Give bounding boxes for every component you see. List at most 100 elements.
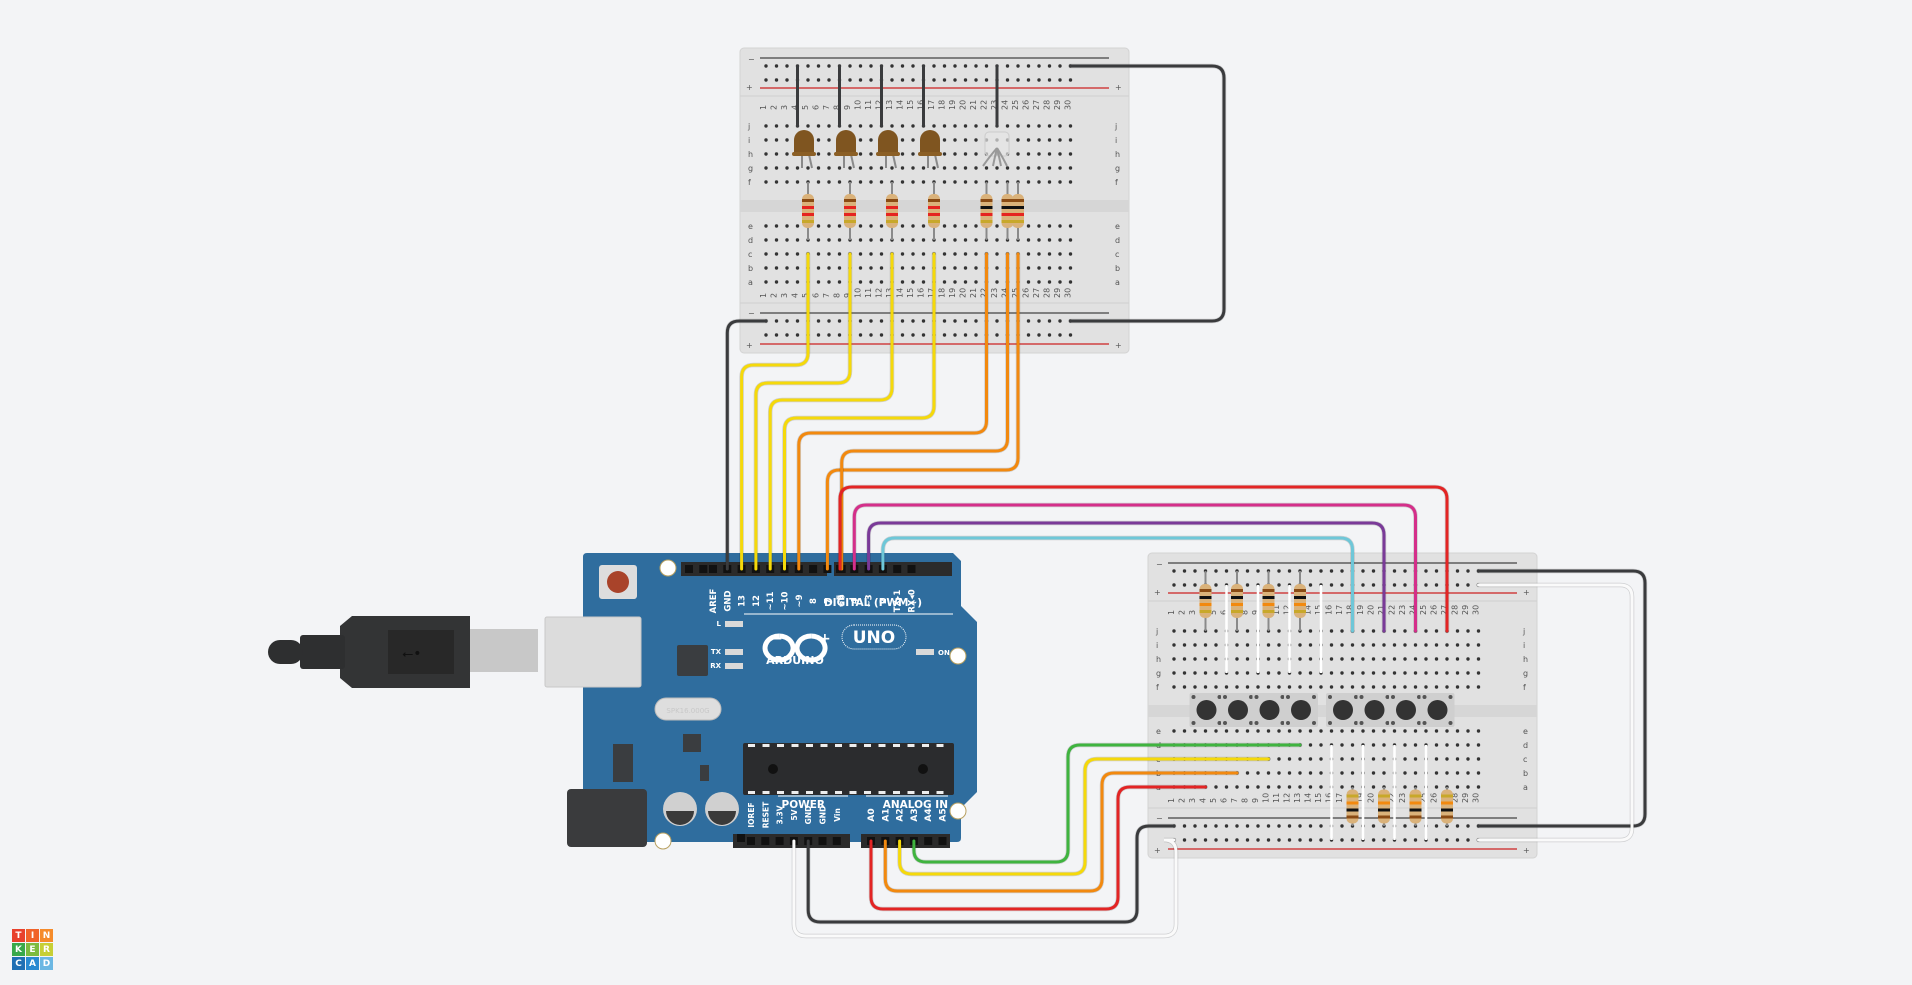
terminal-hole[interactable]: [1434, 671, 1439, 675]
pushbutton[interactable]: [1189, 693, 1224, 727]
terminal-hole[interactable]: [816, 152, 821, 156]
terminal-hole[interactable]: [942, 124, 947, 128]
terminal-hole[interactable]: [785, 280, 789, 284]
terminal-hole[interactable]: [1319, 729, 1323, 733]
terminal-hole[interactable]: [1245, 657, 1250, 661]
rail-hole[interactable]: [1245, 838, 1250, 842]
terminal-hole[interactable]: [827, 180, 831, 184]
terminal-hole[interactable]: [816, 238, 821, 242]
terminal-hole[interactable]: [900, 138, 905, 142]
terminal-hole[interactable]: [974, 224, 978, 228]
pushbutton-cap[interactable]: [1427, 700, 1448, 720]
rail-hole[interactable]: [764, 78, 768, 82]
terminal-hole[interactable]: [1193, 671, 1197, 675]
terminal-hole[interactable]: [1392, 629, 1397, 633]
terminal-hole[interactable]: [1266, 671, 1271, 675]
terminal-hole[interactable]: [1245, 785, 1250, 789]
terminal-hole[interactable]: [764, 166, 768, 170]
terminal-hole[interactable]: [1182, 685, 1187, 689]
terminal-hole[interactable]: [963, 280, 968, 284]
terminal-hole[interactable]: [995, 180, 999, 184]
resistor[interactable]: [1441, 787, 1453, 826]
terminal-hole[interactable]: [1403, 685, 1407, 689]
rail-hole[interactable]: [963, 319, 968, 323]
terminal-hole[interactable]: [1277, 757, 1281, 761]
terminal-hole[interactable]: [1476, 643, 1481, 647]
terminal-hole[interactable]: [879, 252, 884, 256]
terminal-hole[interactable]: [1182, 671, 1187, 675]
terminal-hole[interactable]: [900, 266, 905, 270]
terminal-hole[interactable]: [816, 280, 821, 284]
rail-hole[interactable]: [1037, 333, 1041, 337]
terminal-hole[interactable]: [1371, 785, 1376, 789]
rail-hole[interactable]: [1455, 583, 1460, 587]
rail-hole[interactable]: [785, 64, 789, 68]
terminal-hole[interactable]: [1298, 657, 1302, 661]
terminal-hole[interactable]: [953, 280, 957, 284]
terminal-hole[interactable]: [942, 138, 947, 142]
terminal-hole[interactable]: [1413, 771, 1418, 775]
terminal-hole[interactable]: [1308, 671, 1313, 675]
terminal-hole[interactable]: [1434, 785, 1439, 789]
terminal-hole[interactable]: [785, 124, 789, 128]
rail-hole[interactable]: [795, 319, 800, 323]
rail-hole[interactable]: [827, 78, 831, 82]
terminal-hole[interactable]: [1058, 266, 1062, 270]
rail-hole[interactable]: [1287, 824, 1292, 828]
terminal-hole[interactable]: [1424, 643, 1428, 647]
terminal-hole[interactable]: [1413, 657, 1418, 661]
rail-hole[interactable]: [984, 64, 989, 68]
digital-pin-TX1[interactable]: [893, 565, 902, 573]
terminal-hole[interactable]: [795, 224, 800, 228]
rail-hole[interactable]: [1256, 838, 1260, 842]
terminal-hole[interactable]: [1287, 785, 1292, 789]
rail-hole[interactable]: [921, 333, 926, 337]
terminal-hole[interactable]: [921, 238, 926, 242]
terminal-hole[interactable]: [1245, 685, 1250, 689]
rail-hole[interactable]: [858, 333, 863, 337]
terminal-hole[interactable]: [869, 180, 873, 184]
rail-hole[interactable]: [974, 64, 978, 68]
terminal-hole[interactable]: [963, 138, 968, 142]
terminal-hole[interactable]: [1203, 671, 1208, 675]
usb-cable[interactable]: ⭠•: [268, 616, 642, 688]
rail-hole[interactable]: [1235, 838, 1239, 842]
terminal-hole[interactable]: [1350, 671, 1355, 675]
rail-hole[interactable]: [1466, 583, 1470, 587]
rail-hole[interactable]: [1434, 583, 1439, 587]
terminal-hole[interactable]: [764, 252, 768, 256]
wire-rail-bridge[interactable]: [1069, 64, 1226, 323]
terminal-hole[interactable]: [1172, 643, 1176, 647]
terminal-hole[interactable]: [1413, 643, 1418, 647]
terminal-hole[interactable]: [911, 266, 915, 270]
terminal-hole[interactable]: [1340, 757, 1344, 761]
pushbutton[interactable]: [1420, 693, 1455, 727]
terminal-hole[interactable]: [921, 266, 926, 270]
terminal-hole[interactable]: [837, 166, 842, 170]
terminal-hole[interactable]: [1445, 729, 1449, 733]
rail-hole[interactable]: [879, 333, 884, 337]
resistor[interactable]: [1001, 182, 1014, 240]
terminal-hole[interactable]: [1445, 743, 1449, 747]
terminal-hole[interactable]: [1068, 280, 1073, 284]
rail-hole[interactable]: [974, 319, 978, 323]
rail-hole[interactable]: [953, 78, 957, 82]
terminal-hole[interactable]: [1037, 180, 1041, 184]
terminal-hole[interactable]: [1235, 643, 1239, 647]
terminal-hole[interactable]: [1172, 629, 1176, 633]
terminal-hole[interactable]: [879, 238, 884, 242]
rail-hole[interactable]: [1350, 838, 1355, 842]
rail-hole[interactable]: [942, 64, 947, 68]
terminal-hole[interactable]: [1266, 771, 1271, 775]
terminal-hole[interactable]: [1287, 685, 1292, 689]
wire-gnd[interactable]: [806, 824, 1176, 924]
rail-hole[interactable]: [1403, 838, 1407, 842]
rail-hole[interactable]: [1319, 569, 1323, 573]
terminal-hole[interactable]: [879, 266, 884, 270]
terminal-hole[interactable]: [785, 152, 789, 156]
terminal-hole[interactable]: [1319, 771, 1323, 775]
terminal-hole[interactable]: [1068, 224, 1073, 228]
terminal-hole[interactable]: [1266, 729, 1271, 733]
terminal-hole[interactable]: [942, 224, 947, 228]
terminal-hole[interactable]: [869, 252, 873, 256]
